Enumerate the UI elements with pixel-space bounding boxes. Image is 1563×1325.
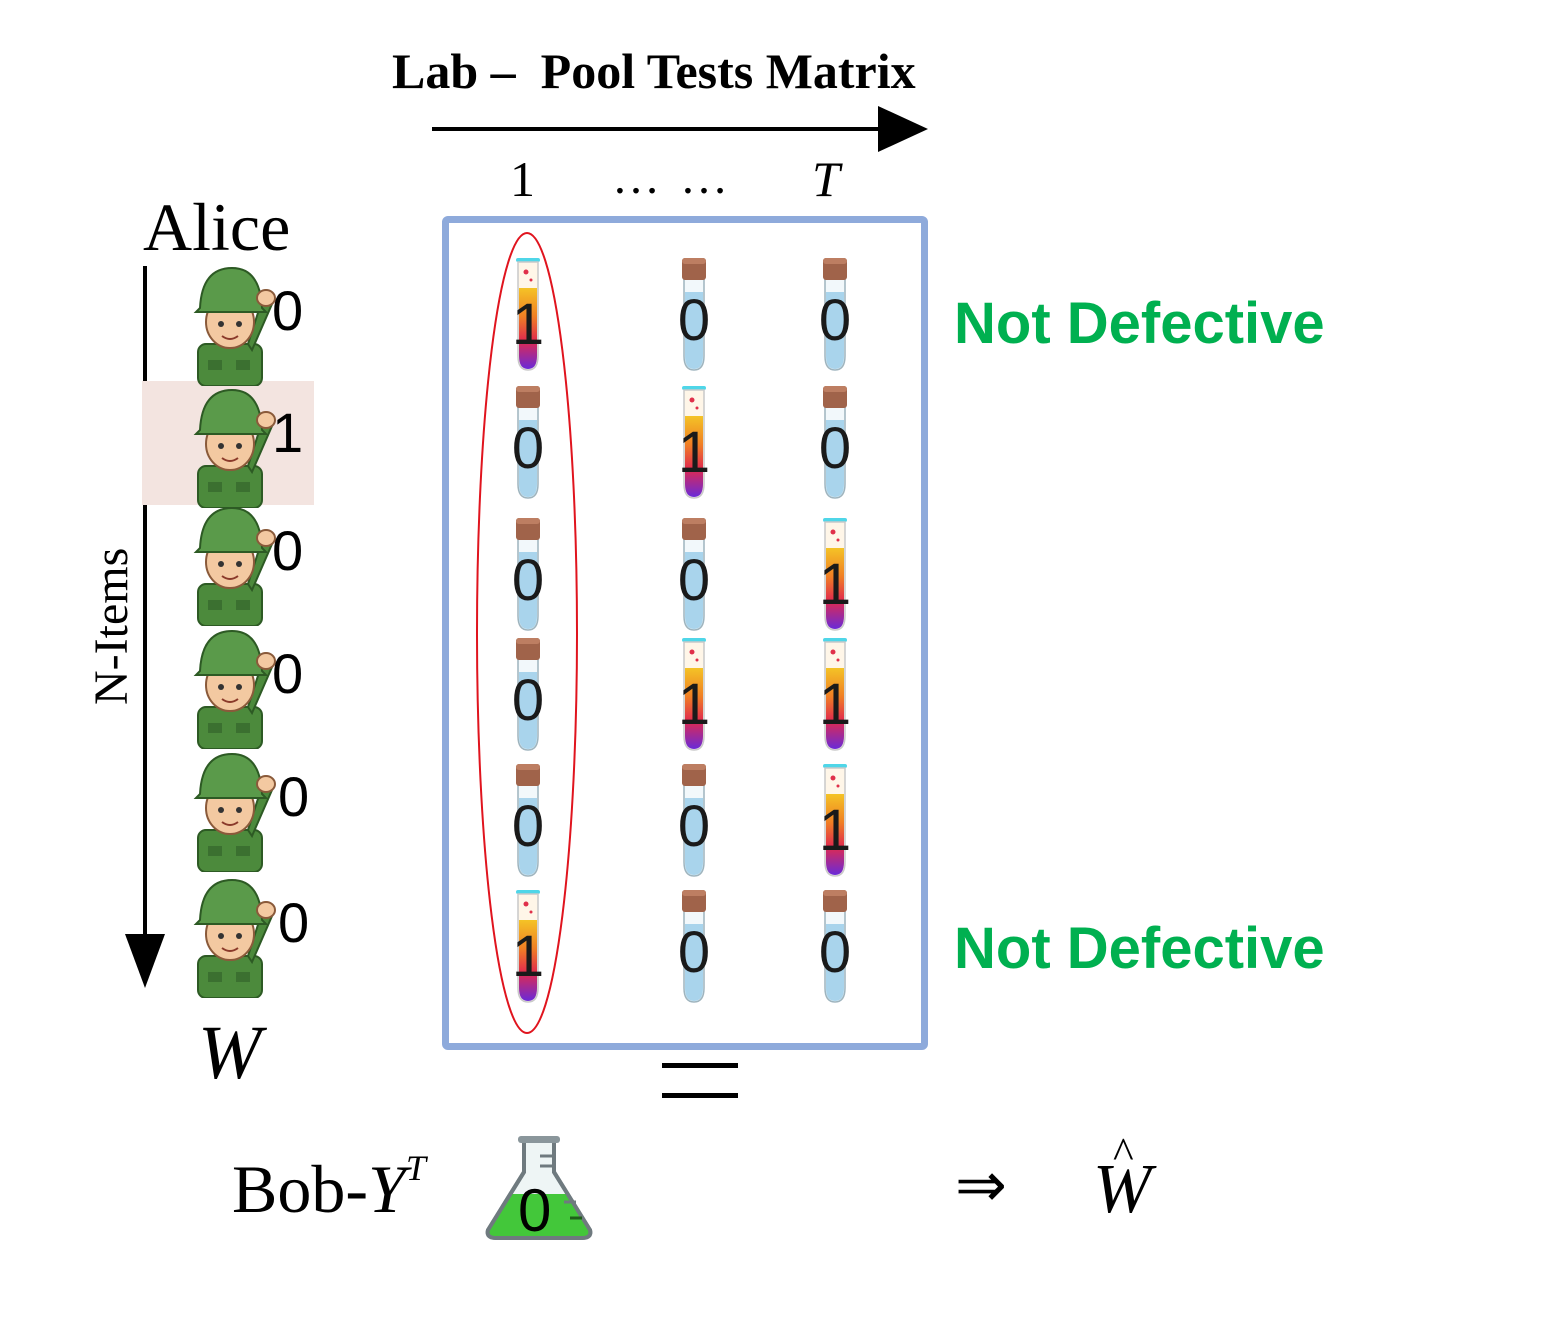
column-label-first: 1 [510, 151, 535, 207]
soldier-icon [193, 629, 276, 749]
test-tube-icon [682, 258, 706, 371]
test-tube-icon [682, 638, 706, 751]
test-tube-icon [682, 518, 706, 631]
status-label-bottom: Not Defective [954, 916, 1325, 981]
test-result-bit: 0 [818, 288, 852, 353]
matrix-title: Lab – Pool Tests Matrix [392, 43, 916, 99]
status-label-top: Not Defective [954, 291, 1325, 356]
bob-prefix: Bob- [232, 1151, 368, 1227]
test-result-bit: 0 [511, 548, 545, 613]
test-result-bit: 0 [677, 794, 711, 859]
item-bit: 0 [272, 642, 304, 705]
soldier-icon [193, 266, 276, 386]
w-hat-label: ^W [1093, 1129, 1152, 1230]
test-tube-icon [516, 638, 540, 751]
test-result-bit: 1 [818, 672, 852, 737]
column-label-ellipsis: … … [612, 151, 732, 204]
soldier-icon [193, 878, 276, 998]
soldier-icon [193, 388, 276, 508]
test-result-bit: 1 [818, 552, 852, 617]
equals-sign [662, 1063, 738, 1101]
test-result-bit: 0 [677, 920, 711, 985]
test-tube-icon [823, 386, 847, 499]
test-tube-icon [516, 890, 540, 1003]
test-tube-icon [516, 386, 540, 499]
column-label-last: T [812, 151, 840, 207]
soldier-icon [193, 752, 276, 872]
test-result-bit: 1 [818, 798, 852, 863]
test-tube-icon [823, 518, 847, 631]
first-test-ellipse [476, 232, 578, 1034]
bob-transpose: T [405, 1148, 426, 1189]
test-tube-icon [516, 258, 540, 371]
test-result-bit: 1 [677, 672, 711, 737]
test-result-bit: 0 [511, 416, 545, 481]
test-result-bit: 1 [677, 420, 711, 485]
soldier-icon [193, 506, 276, 626]
test-result-bit: 0 [818, 416, 852, 481]
bob-y: Y [368, 1151, 406, 1227]
n-items-label: N-Items [85, 547, 138, 705]
item-bit: 0 [272, 519, 304, 582]
bob-label: Bob-YT [232, 1148, 426, 1229]
implies-arrow: ⇒ [955, 1152, 1007, 1220]
tests-arrow-icon [432, 106, 928, 152]
test-tube-icon [682, 890, 706, 1003]
pool-tests-matrix-frame [442, 216, 928, 1050]
test-result-bit: 0 [677, 548, 711, 613]
item-bit: 1 [272, 401, 304, 464]
test-tube-icon [682, 386, 706, 499]
test-tube-icon [823, 764, 847, 877]
w-label: W [198, 1011, 262, 1095]
test-result-bit: 1 [511, 924, 545, 989]
test-tube-icon [823, 638, 847, 751]
test-result-bit: 0 [511, 668, 545, 733]
test-tube-icon [516, 764, 540, 877]
item-bit: 0 [272, 279, 304, 342]
items-arrow-icon [125, 266, 165, 988]
alice-label: Alice [143, 189, 291, 265]
test-result-bit: 0 [677, 288, 711, 353]
test-tube-icon [516, 518, 540, 631]
w-hat-letter: W [1093, 1151, 1152, 1228]
test-result-bit: 0 [818, 920, 852, 985]
item-bit: 0 [278, 891, 310, 954]
flask-icon [485, 1136, 593, 1240]
test-result-bit: 1 [511, 292, 545, 357]
test-tube-icon [682, 764, 706, 877]
hat-icon: ^ [1113, 1129, 1134, 1178]
test-tube-icon [823, 890, 847, 1003]
test-tube-icon [823, 258, 847, 371]
item-bit: 0 [278, 765, 310, 828]
flask-value: 0 [518, 1177, 552, 1244]
test-result-bit: 0 [511, 794, 545, 859]
